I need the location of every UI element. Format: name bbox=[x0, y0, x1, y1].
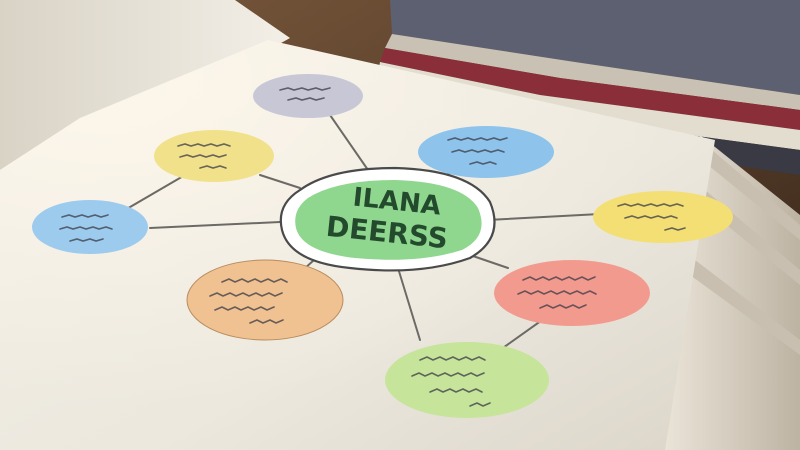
central-node-fill bbox=[295, 180, 482, 260]
node-top-grey bbox=[253, 74, 363, 118]
connector-lines bbox=[124, 114, 601, 356]
node-top-blue bbox=[418, 126, 554, 178]
node-lower-orange bbox=[186, 259, 344, 341]
node-bottom-green bbox=[385, 342, 549, 418]
node-left-blue bbox=[32, 200, 148, 254]
central-node: ILANA DEERSS bbox=[279, 166, 496, 272]
handwriting-scribbles bbox=[59, 87, 686, 407]
